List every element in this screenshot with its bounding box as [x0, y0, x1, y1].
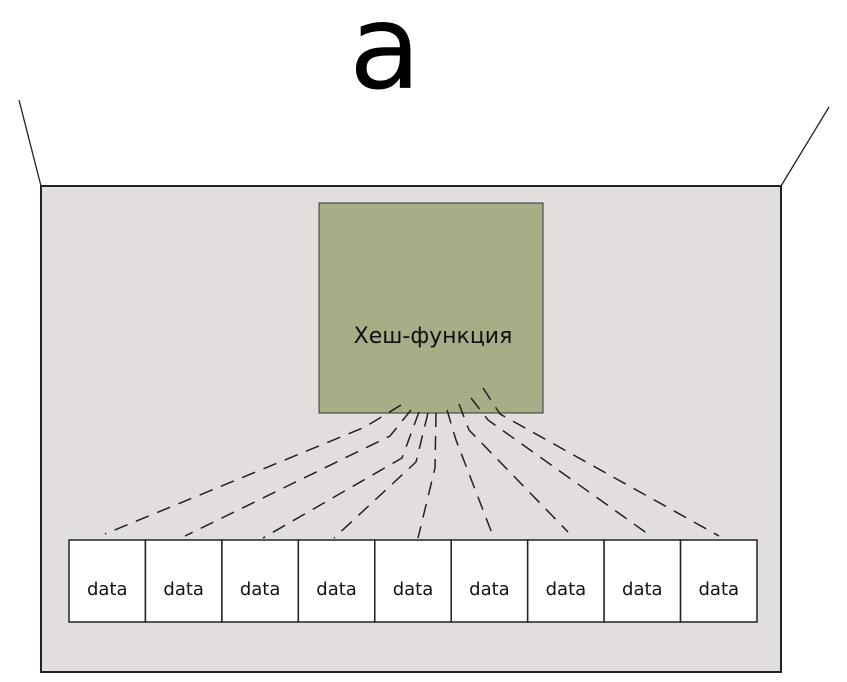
perspective-line-right	[780, 106, 830, 187]
data-cell	[374, 539, 452, 623]
data-cell-label: data	[699, 579, 740, 600]
data-cell-label: data	[163, 579, 204, 600]
connector-line	[482, 387, 720, 537]
data-cell	[526, 539, 605, 623]
data-cell-label: data	[393, 579, 434, 600]
connector-line	[333, 412, 429, 539]
data-cell	[221, 539, 300, 623]
data-cell	[450, 539, 529, 623]
data-cell	[603, 539, 682, 623]
data-cell	[68, 539, 147, 623]
hash-function-label: Хеш-функция	[354, 324, 513, 349]
data-cell	[297, 539, 376, 623]
connector-line	[458, 403, 569, 533]
data-cell-label: data	[546, 579, 587, 600]
connector-line	[184, 409, 412, 537]
data-cell	[144, 539, 223, 623]
perspective-line-left	[18, 99, 42, 187]
connector-line	[417, 412, 437, 539]
title-letter: a	[348, 0, 422, 116]
connector-line	[446, 409, 494, 537]
data-cell-label: data	[622, 579, 663, 600]
data-cell-label: data	[469, 579, 510, 600]
connector-line	[470, 397, 649, 535]
hash-function-box	[318, 202, 544, 414]
data-cell-label: data	[316, 579, 357, 600]
hash-connectors	[104, 387, 720, 539]
data-cell-label: data	[87, 579, 128, 600]
data-cells-row: data data data data data data data data data	[68, 539, 758, 623]
connector-line	[262, 411, 420, 539]
data-cell	[679, 539, 758, 623]
data-cell-label: data	[240, 579, 281, 600]
